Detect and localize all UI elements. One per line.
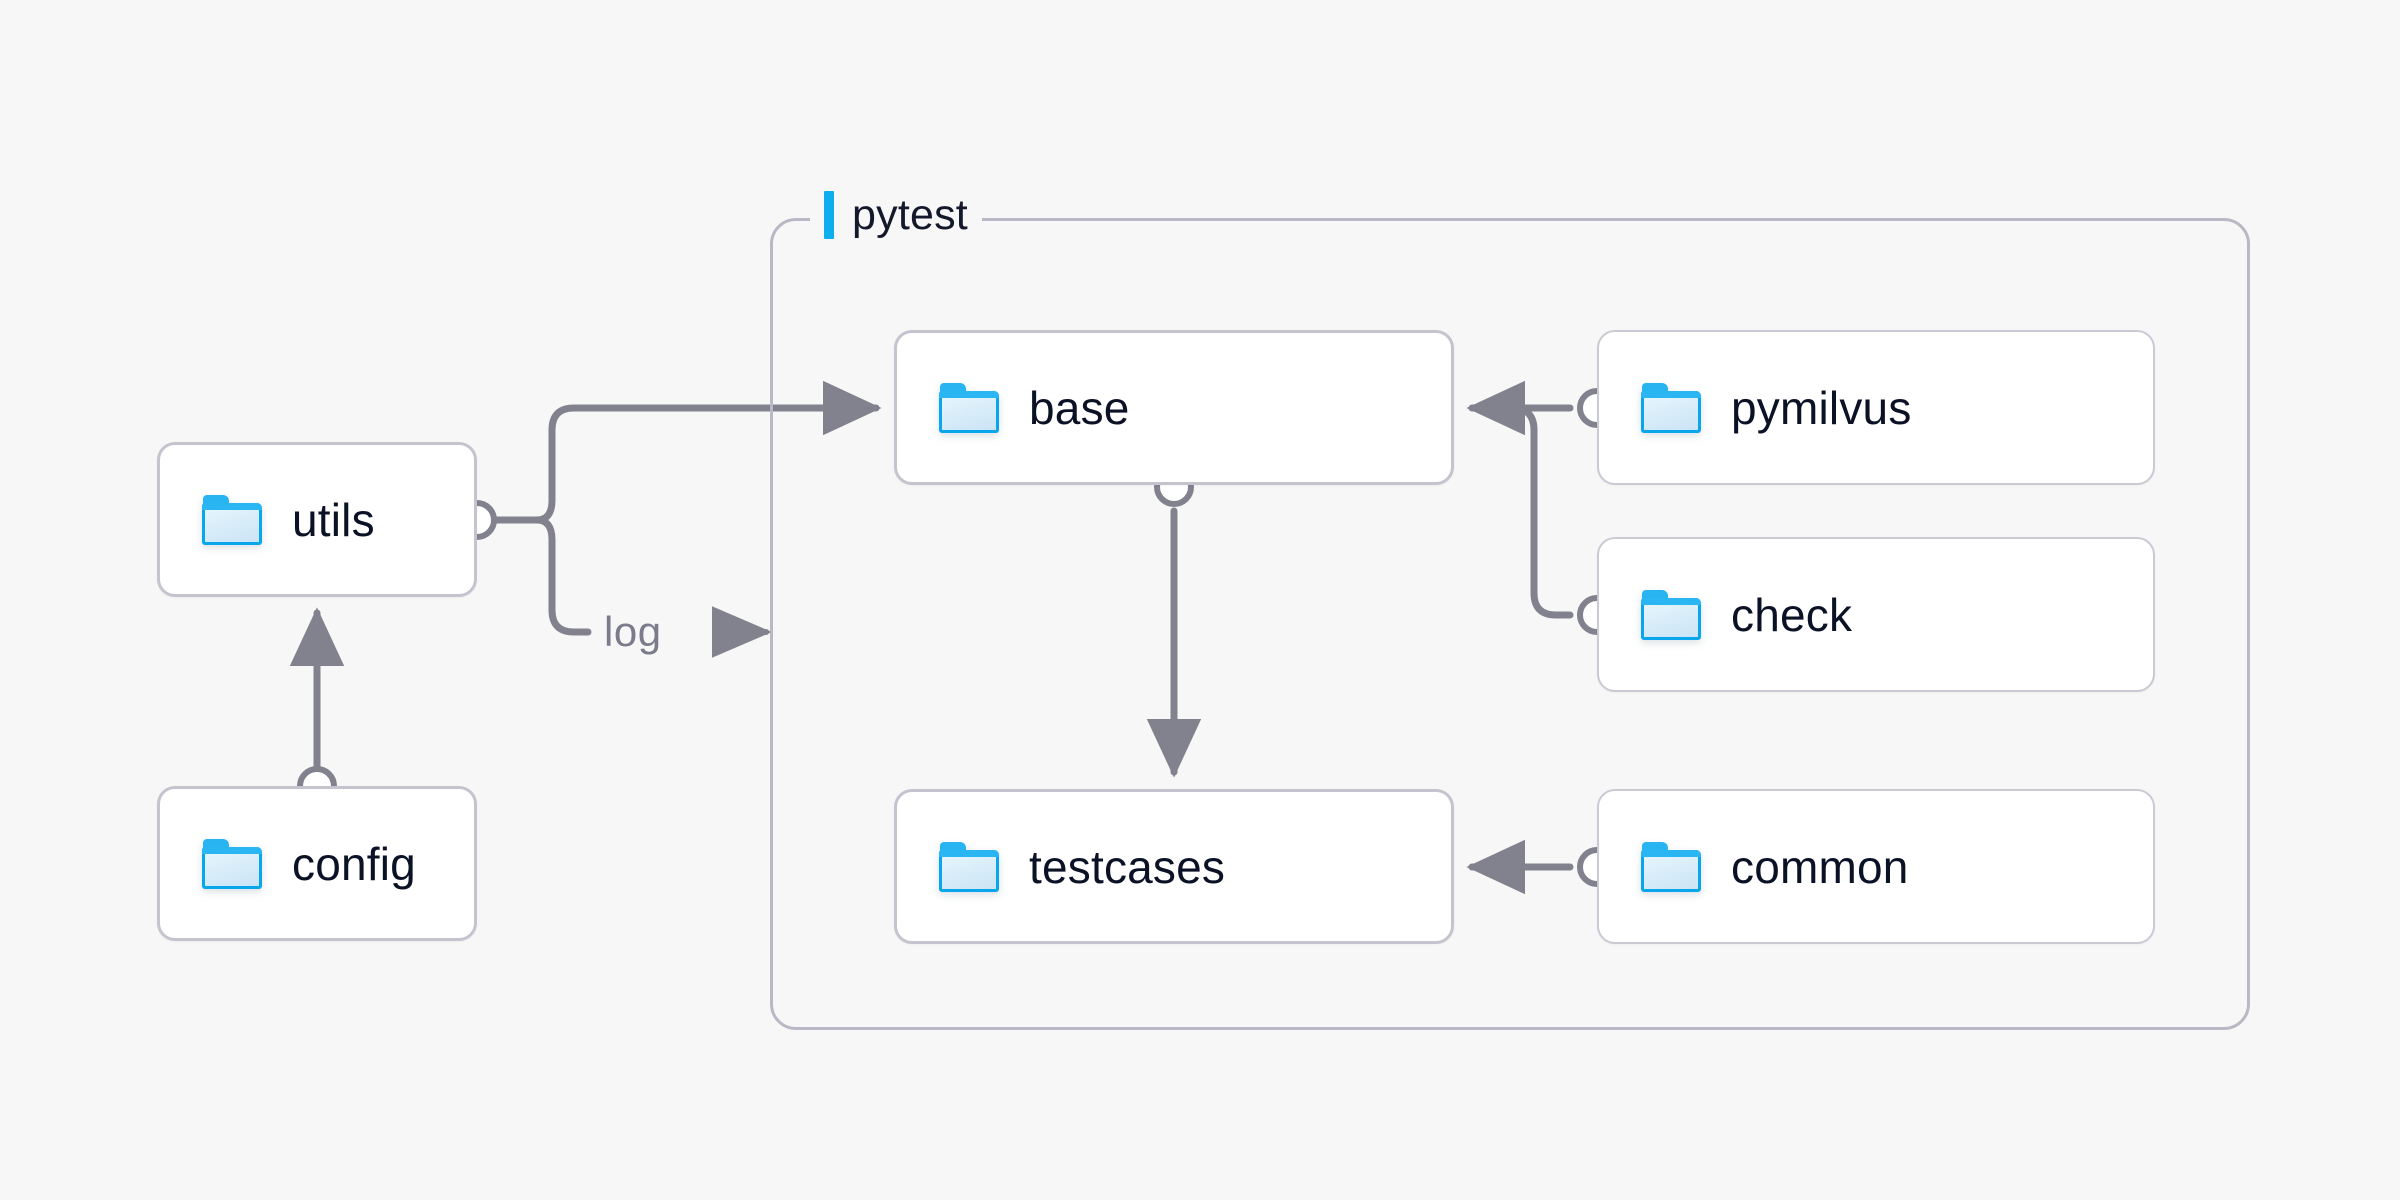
node-testcases[interactable]: testcases <box>894 789 1454 944</box>
group-pytest[interactable] <box>770 218 2250 1030</box>
folder-icon <box>1641 382 1701 433</box>
group-title-label: pytest <box>852 190 968 239</box>
accent-bar-icon <box>824 191 834 239</box>
folder-icon <box>939 382 999 433</box>
node-base[interactable]: base <box>894 330 1454 485</box>
node-check[interactable]: check <box>1597 537 2155 692</box>
node-label-utils: utils <box>292 493 375 546</box>
node-label-pymilvus: pymilvus <box>1731 381 1912 434</box>
folder-icon <box>202 494 262 545</box>
node-label-base: base <box>1029 381 1130 434</box>
node-utils[interactable]: utils <box>157 442 477 597</box>
folder-icon <box>202 838 262 889</box>
node-label-common: common <box>1731 840 1909 893</box>
node-label-config: config <box>292 837 416 890</box>
node-pymilvus[interactable]: pymilvus <box>1597 330 2155 485</box>
folder-icon <box>1641 589 1701 640</box>
node-label-check: check <box>1731 588 1853 641</box>
node-config[interactable]: config <box>157 786 477 941</box>
node-common[interactable]: common <box>1597 789 2155 944</box>
folder-icon <box>939 841 999 892</box>
edge-label-log: log <box>604 608 662 655</box>
group-pytest-title: pytest <box>810 185 982 245</box>
folder-icon <box>1641 841 1701 892</box>
node-label-testcases: testcases <box>1029 840 1226 893</box>
edge-utils-to-log <box>533 516 592 636</box>
